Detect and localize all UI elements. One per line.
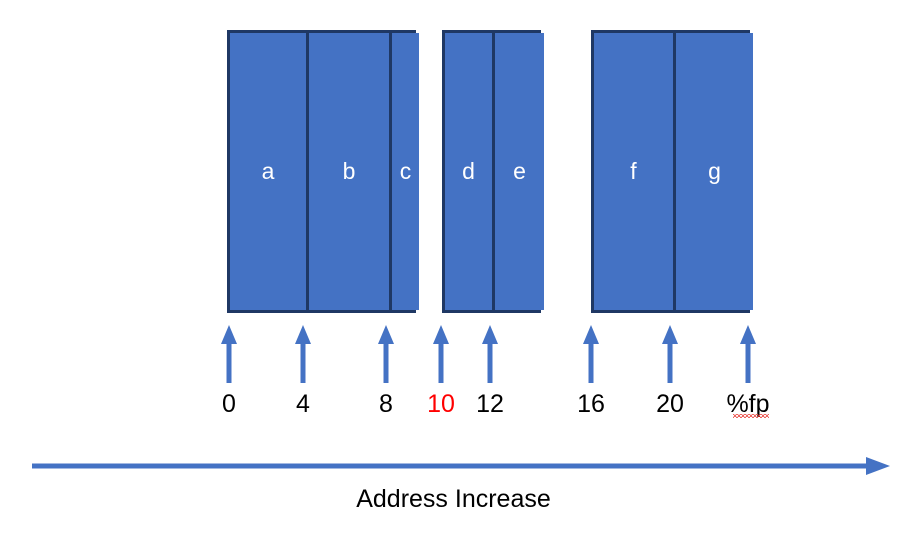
memory-cell-label: b: [342, 158, 356, 184]
memory-cell-label: e: [513, 158, 526, 184]
address-increase-arrow-icon: [32, 455, 890, 477]
memory-cell-e: e: [492, 33, 544, 310]
tick-arrow-icon-0: [218, 325, 240, 383]
tick-arrow-icon-8: [375, 325, 397, 383]
memory-cell-a: a: [230, 33, 306, 310]
memory-cell-d: d: [445, 33, 492, 310]
tick-label-12: 12: [476, 390, 504, 418]
spellcheck-underlined-text: %fp: [726, 390, 770, 418]
memory-cell-c: c: [389, 33, 419, 310]
tick-arrow-icon-12: [479, 325, 501, 383]
tick-label-10: 10: [427, 390, 455, 418]
memory-cell-label: a: [261, 158, 275, 184]
tick-label-16: 16: [577, 390, 605, 418]
tick-arrow-icon-10: [430, 325, 452, 383]
memory-cell-g: g: [673, 33, 753, 310]
memory-cell-b: b: [306, 33, 389, 310]
memory-cell-label: c: [399, 158, 412, 184]
memory-cell-f: f: [594, 33, 673, 310]
memory-cell-label: d: [462, 158, 475, 184]
memory-cell-label: f: [630, 158, 637, 184]
tick-label-20: 20: [656, 390, 684, 418]
tick-arrow-icon-20: [659, 325, 681, 383]
tick-label-8: 8: [379, 390, 393, 418]
tick-arrow-icon-pct-fp: [737, 325, 759, 383]
tick-label-0: 0: [222, 390, 236, 418]
tick-label-pct-fp: %fp: [688, 389, 808, 419]
axis-caption: Address Increase: [356, 485, 551, 513]
tick-label-4: 4: [296, 390, 310, 418]
memory-block-group-1: a b c: [227, 30, 419, 313]
memory-cell-label: g: [708, 158, 721, 184]
tick-arrow-icon-4: [292, 325, 314, 383]
tick-arrow-icon-16: [580, 325, 602, 383]
